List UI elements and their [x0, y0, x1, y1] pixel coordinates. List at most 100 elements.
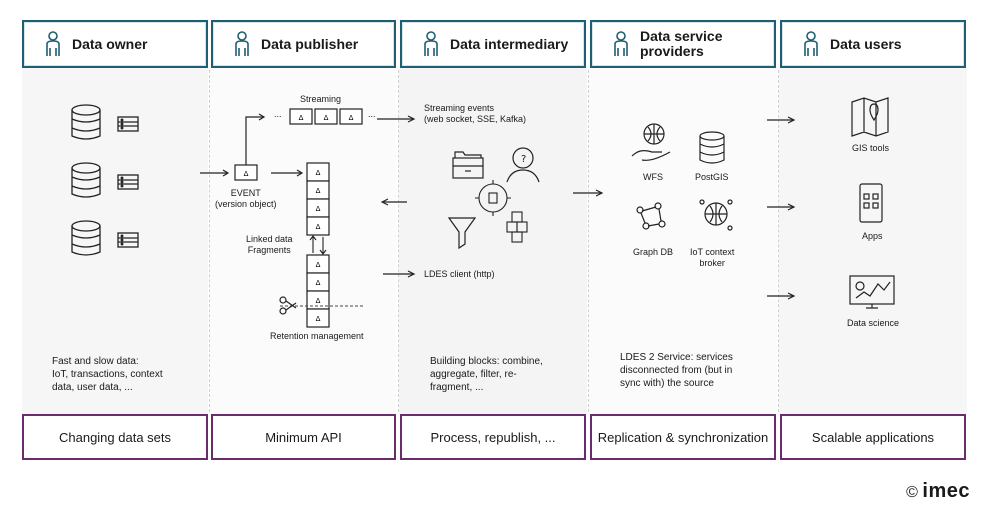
- column-divider: [778, 70, 779, 412]
- svg-text:Δ: Δ: [244, 170, 249, 178]
- column-band-users: [779, 68, 967, 414]
- wfs-globe-hand-icon: [631, 123, 671, 161]
- footer-label: Changing data sets: [58, 429, 172, 445]
- providers-note-line: sync with) the source: [620, 378, 714, 389]
- database-icon: [71, 220, 139, 256]
- imec-logo: ©imec: [906, 480, 970, 503]
- svg-text:Δ: Δ: [316, 297, 321, 305]
- providers-note-line: disconnected from (but in: [620, 365, 733, 376]
- header-data-owner: Data owner: [22, 20, 208, 68]
- linked-data-line: Linked data: [246, 234, 293, 244]
- process-hub-icon: [475, 180, 511, 216]
- intermediary-note-line: Building blocks: combine,: [430, 356, 543, 367]
- footer-minimum-api: Minimum API: [211, 414, 396, 460]
- providers-note-line: LDES 2 Service: services: [620, 352, 733, 363]
- intermediary-arrows: [377, 115, 604, 278]
- owner-note-line: data, user data, ...: [52, 382, 133, 393]
- iot-broker-label: IoT context broker: [690, 247, 734, 269]
- fragment-stack: [306, 254, 330, 328]
- person-icon: [235, 31, 249, 56]
- event-label-line: EVENT: [230, 188, 261, 198]
- postgis-label: PostGIS: [695, 172, 729, 182]
- header-title: Data owner: [72, 35, 148, 52]
- svg-text:Δ: Δ: [349, 114, 354, 122]
- header-title: Data intermediary: [450, 35, 569, 52]
- column-band-publisher: [210, 68, 396, 414]
- svg-text:Δ: Δ: [316, 187, 321, 195]
- person-icon: [614, 31, 628, 56]
- footer-label: Process, republish, ...: [430, 429, 556, 445]
- footer-replication-sync: Replication & synchronization: [590, 414, 776, 460]
- header-title: Data users: [830, 35, 902, 52]
- ldes-client-label: LDES client (http): [424, 269, 495, 279]
- intermediary-note: Building blocks: combine, aggregate, fil…: [430, 355, 543, 394]
- column-band-intermediary: [399, 68, 587, 414]
- linked-data-line: Fragments: [247, 245, 291, 255]
- owner-note: Fast and slow data: IoT, transactions, c…: [52, 355, 163, 394]
- intermediary-note-line: fragment, ...: [430, 382, 484, 393]
- column-divider: [588, 70, 589, 412]
- retention-label: Retention management: [270, 331, 364, 341]
- header-title-line1: Data service: [640, 28, 723, 44]
- stream-box: [339, 108, 363, 125]
- footer-scalable-applications: Scalable applications: [780, 414, 966, 460]
- database-icons: [71, 104, 139, 256]
- svg-text:Δ: Δ: [316, 279, 321, 287]
- event-label-line: (version object): [215, 199, 277, 209]
- blocks-icon: [506, 211, 528, 243]
- streaming-events-line: Streaming events: [424, 103, 495, 113]
- folder-drawer-icon: [452, 151, 484, 179]
- arrow-event-to-streaming: [245, 116, 263, 165]
- stream-ellipsis-left: ...: [274, 109, 282, 119]
- logo-text: imec: [922, 480, 970, 502]
- data-science-label: Data science: [847, 318, 900, 328]
- wfs-label: WFS: [643, 172, 663, 182]
- person-icon: [424, 31, 438, 56]
- database-icon: [71, 162, 139, 198]
- footer-process-republish: Process, republish, ...: [400, 414, 586, 460]
- copyright-symbol: ©: [906, 484, 919, 501]
- users-icons: [849, 97, 895, 309]
- header-data-publisher: Data publisher: [211, 20, 396, 68]
- footer-label: Replication & synchronization: [597, 429, 769, 445]
- graph-db-icon: [636, 202, 666, 230]
- owner-note-line: IoT, transactions, context: [52, 369, 163, 380]
- svg-text:Δ: Δ: [316, 261, 321, 269]
- stream-box: [314, 108, 338, 125]
- person-question-icon: ?: [506, 147, 540, 183]
- filter-funnel-icon: [447, 217, 477, 250]
- tablet-apps-icon: [859, 183, 883, 223]
- svg-text:Δ: Δ: [324, 114, 329, 122]
- intermediary-note-line: aggregate, filter, re-: [430, 369, 517, 380]
- publisher-diagram: Δ Δ Δ Δ Δ Δ Δ Δ Δ Δ Δ Δ: [200, 108, 365, 328]
- monitor-chart-icon: [849, 275, 895, 309]
- svg-text:Δ: Δ: [316, 205, 321, 213]
- iot-broker-line: broker: [699, 258, 725, 268]
- person-icon: [46, 31, 60, 56]
- scissors-icon: [279, 296, 297, 315]
- graph-db-label: Graph DB: [633, 247, 674, 257]
- iot-broker-line: IoT context: [690, 247, 735, 257]
- column-band-providers: [589, 68, 777, 414]
- streaming-label: Streaming: [300, 94, 342, 104]
- header-data-intermediary: Data intermediary: [400, 20, 586, 68]
- stream-ellipsis-right: ...: [368, 109, 376, 119]
- gis-tools-label: GIS tools: [852, 143, 890, 153]
- column-divider: [398, 70, 399, 412]
- header-data-users: Data users: [780, 20, 966, 68]
- column-divider: [209, 70, 210, 412]
- stream-box: [289, 108, 313, 125]
- postgis-database-icon: [699, 131, 725, 164]
- iot-broker-icon: [699, 199, 733, 231]
- footer-label: Scalable applications: [811, 429, 935, 445]
- linked-data-label: Linked data Fragments: [246, 234, 293, 256]
- fragment-stack: [306, 162, 330, 236]
- svg-text:Δ: Δ: [299, 114, 304, 122]
- provider-icons: [631, 123, 733, 231]
- providers-note: LDES 2 Service: services disconnected fr…: [620, 351, 733, 390]
- svg-text:Δ: Δ: [316, 315, 321, 323]
- person-icon: [804, 31, 818, 56]
- svg-text:?: ?: [521, 154, 526, 165]
